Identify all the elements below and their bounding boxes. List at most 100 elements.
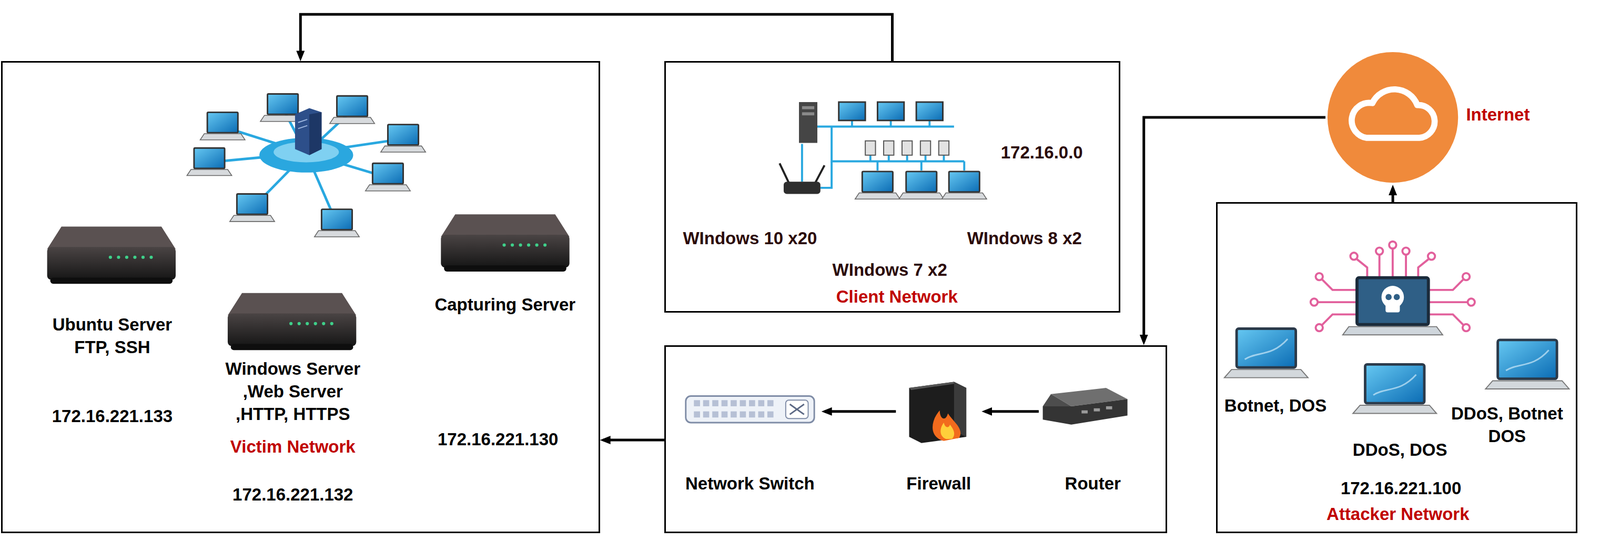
network-switch-icon: [712, 411, 719, 418]
router-icon: [1094, 408, 1101, 412]
attacker-picture: [1315, 323, 1323, 332]
node-label: Ubuntu Server FTP, SSH: [43, 312, 181, 359]
firewall-icon: [909, 381, 955, 390]
network-box: Botnet, DOSDDoS, DOSDDoS, Botnet DOS172.…: [1216, 201, 1578, 533]
network-switch-icon: [703, 399, 710, 407]
node-label: DDoS, Botnet DOS: [1445, 401, 1568, 448]
network-switch-icon: [740, 399, 747, 407]
victim-network-star: [186, 147, 232, 176]
client-network-picture: [942, 171, 987, 199]
node-label: 172.16.0.0: [1000, 140, 1083, 164]
connector-arrow: [300, 14, 893, 62]
client-network-picture: [902, 140, 913, 156]
network-switch-icon: [767, 411, 774, 418]
network-switch-icon: [712, 399, 719, 407]
node-label: Client Network: [836, 284, 958, 308]
connector-arrow: [603, 438, 665, 442]
attacker-picture: [1462, 323, 1471, 332]
attacker-picture: [1352, 363, 1437, 413]
client-network-picture: [916, 102, 943, 121]
network-switch-icon: [693, 411, 701, 418]
attacker-picture: [1357, 277, 1429, 325]
client-network-picture: [779, 163, 789, 183]
attacker-picture: [1428, 314, 1464, 324]
attacker-picture: [1315, 272, 1323, 281]
router-icon: [1106, 406, 1113, 410]
attacker-picture: [1322, 314, 1358, 324]
node-label: Windows Server ,Web Server ,HTTP, HTTPS: [221, 357, 364, 425]
victim-network-star: [314, 209, 360, 237]
client-network-picture: [779, 102, 987, 199]
client-network-picture: [883, 140, 894, 156]
node-label: 172.16.221.100: [1340, 476, 1462, 500]
attacker-picture: [1378, 255, 1381, 278]
attacker-picture: [1350, 252, 1358, 260]
device-node: Firewall: [895, 379, 982, 498]
node-label: DDoS, DOS: [1352, 437, 1448, 461]
cloud-circle-shape: [1351, 89, 1435, 138]
attacker-picture: [1485, 339, 1569, 389]
network-box: 172.16.0.0WIndows 10 x20 WIndows 8 x2 WInd…: [664, 61, 1121, 312]
attacker-picture: [1224, 328, 1309, 378]
client-network-picture: [802, 106, 815, 110]
cloud-circle-shape: [1327, 52, 1458, 183]
node-label: Capturing Server: [434, 292, 576, 316]
cloud-circle: Internet: [1325, 49, 1461, 185]
attacker-picture: [1318, 300, 1358, 303]
server-devices: [47, 226, 176, 285]
attacker-picture: [1310, 241, 1475, 332]
connector-arrow: [824, 409, 897, 413]
firewall-icon: [909, 381, 967, 443]
attacker-picture: [1318, 248, 1467, 325]
server-devices: [440, 214, 570, 272]
attacker-picture: [1357, 259, 1367, 278]
client-network-picture: [783, 181, 821, 194]
network-switch-icon: [685, 396, 815, 423]
device-node: Router: [1038, 382, 1137, 495]
client-network-picture: [798, 102, 818, 144]
network-switch-icon: [730, 399, 737, 407]
victim-network-star: [309, 112, 322, 155]
client-network-picture: [855, 171, 900, 199]
victim-network-star: [380, 124, 426, 153]
node-label: Victim Network: [230, 434, 356, 458]
node-label: WIndows 8 x2: [967, 226, 1082, 250]
attacker-picture: [1418, 259, 1429, 278]
network-switch-icon: [703, 411, 710, 418]
cloud-circle-shape: [1325, 49, 1461, 185]
victim-network-star: [229, 194, 275, 222]
router-icon: [1042, 387, 1128, 425]
network-switch-icon: [730, 411, 737, 418]
victim-network-star: [186, 93, 426, 237]
attacker-picture: [1310, 298, 1319, 306]
node-label: Router: [1065, 471, 1121, 494]
connector-arrow: [1391, 187, 1395, 202]
attacker-picture: [1393, 294, 1401, 301]
network-switch-icon: [767, 399, 774, 407]
victim-network-star: [298, 119, 308, 123]
network-switch-icon: [785, 399, 809, 419]
node-label: Attacker Network: [1326, 501, 1470, 525]
victim-network-star: [298, 125, 308, 129]
node-label: WIndows 10 x20: [682, 226, 817, 250]
network-switch-icon: [757, 411, 765, 418]
network-switch-icon: [693, 399, 774, 418]
attacker-picture: [1342, 326, 1443, 336]
firewall-icon: [909, 381, 967, 443]
node-label: WIndows 7 x2: [832, 258, 948, 281]
attacker-picture: [1462, 272, 1471, 281]
node-label: 172.16.221.130: [437, 427, 559, 451]
connector-arrow: [1143, 117, 1326, 342]
connector-arrow: [984, 409, 1039, 413]
network-switch-icon: [748, 411, 756, 418]
attacker-picture: [1428, 252, 1436, 260]
network-switch-icon: [748, 399, 756, 407]
node-label: Firewall: [906, 471, 971, 494]
node-label: Network Switch: [685, 471, 815, 494]
network-box: Ubuntu Server FTP, SSH172.16.221.133Wind…: [1, 61, 601, 533]
client-network-picture: [938, 140, 949, 156]
node-label: 172.16.221.132: [232, 482, 353, 505]
client-network-picture: [802, 112, 815, 116]
node-label: Internet: [1465, 103, 1530, 126]
